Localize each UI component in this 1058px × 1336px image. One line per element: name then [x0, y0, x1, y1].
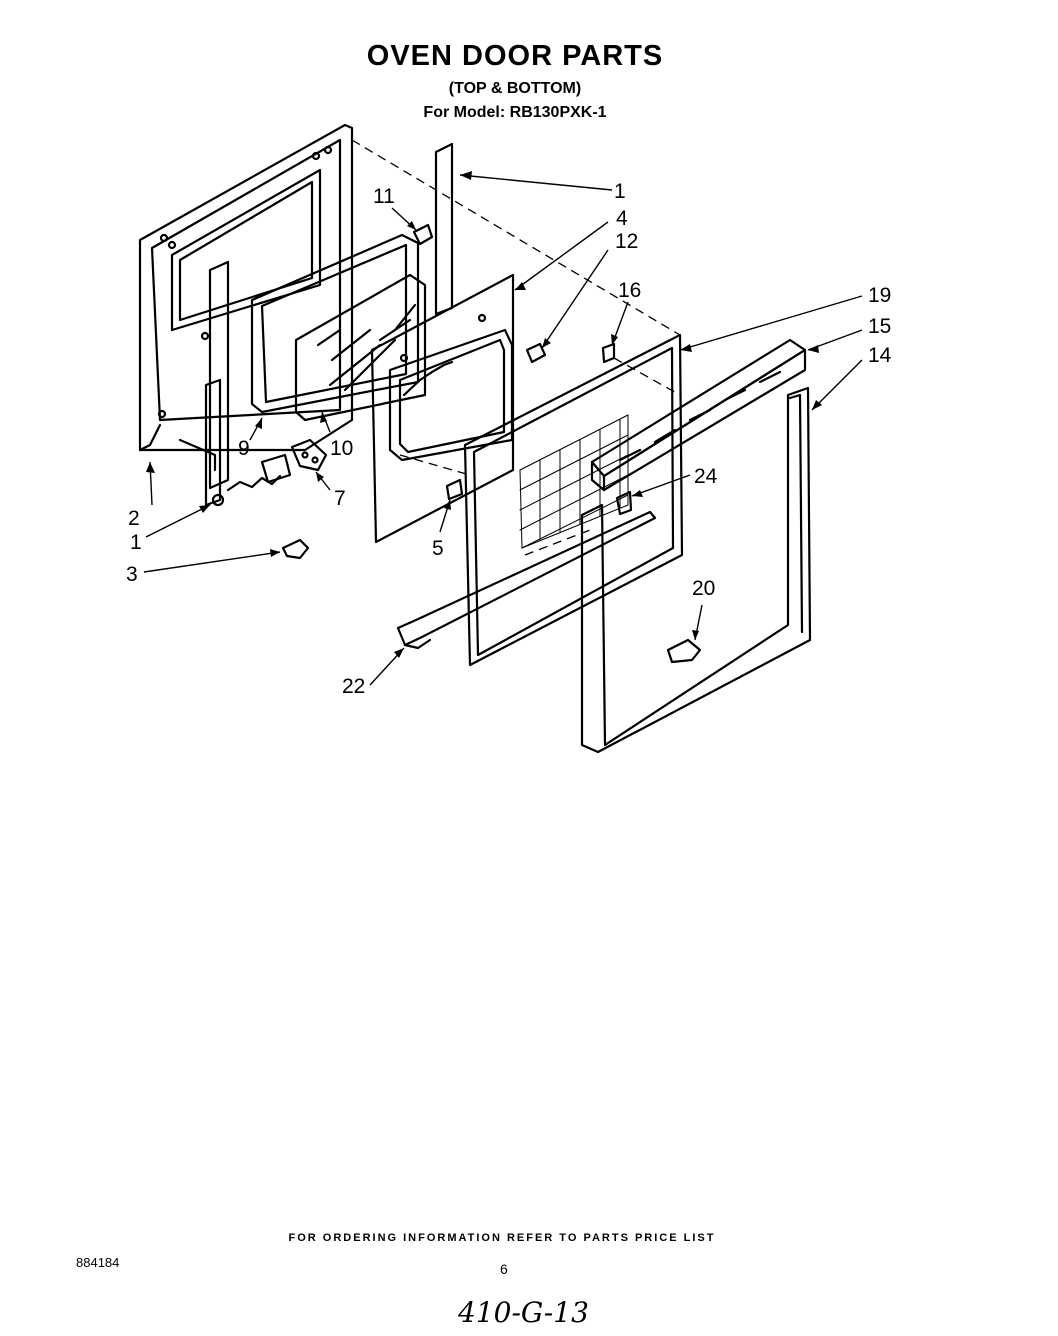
leader-lines: [143, 174, 863, 686]
callout-4: 4: [616, 207, 628, 230]
callout-12: 12: [615, 230, 638, 253]
oven-window-glass: [294, 273, 427, 422]
window-gasket: [250, 233, 420, 414]
callout-15: 15: [868, 315, 891, 338]
page-subtitle: (TOP & BOTTOM): [448, 80, 582, 97]
callout-16: 16: [618, 279, 641, 302]
handwritten-note: 410-G-13: [458, 1296, 589, 1329]
callout-3: 3: [126, 563, 138, 586]
callout-20: 20: [692, 577, 715, 600]
leader-arrowheads: [146, 171, 822, 658]
door-handle: [396, 510, 657, 650]
callout-1-top: 1: [614, 180, 626, 203]
page-title: OVEN DOOR PARTS: [366, 40, 664, 72]
door-frame: [580, 386, 812, 754]
door-screen-mesh: [519, 414, 629, 549]
document-number: 884184: [76, 1255, 120, 1270]
page-number: 6: [500, 1261, 508, 1277]
callout-5: 5: [432, 537, 444, 560]
door-stop: [281, 538, 310, 560]
hinge-bracket: [290, 438, 328, 472]
hinge-spring: [226, 453, 292, 492]
clip-5: [445, 478, 464, 501]
assembly-lines: [351, 139, 681, 556]
callout-11: 11: [373, 185, 395, 208]
inner-door-panel: [138, 123, 354, 452]
callout-14: 14: [868, 344, 892, 367]
callout-7: 7: [334, 487, 346, 510]
callout-24: 24: [694, 465, 718, 488]
callout-2: 2: [128, 507, 140, 530]
callout-9: 9: [238, 437, 250, 460]
callout-10: 10: [330, 437, 353, 460]
model-label: For Model: RB130PXK-1: [423, 104, 607, 121]
hinge-channel: [178, 260, 230, 507]
door-side-channel: [434, 142, 454, 316]
clip-16: [601, 342, 616, 364]
latch-bracket: [666, 638, 702, 664]
callout-22: 22: [342, 675, 365, 698]
outer-door-panel: [463, 333, 684, 667]
callout-1-bottom: 1: [130, 531, 142, 554]
door-liner: [370, 273, 515, 544]
ordering-note: FOR ORDERING INFORMATION REFER TO PARTS …: [288, 1232, 716, 1244]
callout-19: 19: [868, 284, 891, 307]
clip-24: [615, 490, 633, 516]
vent-trim: [590, 338, 807, 492]
retainer-clip: [412, 223, 434, 246]
clip-12: [525, 342, 547, 364]
